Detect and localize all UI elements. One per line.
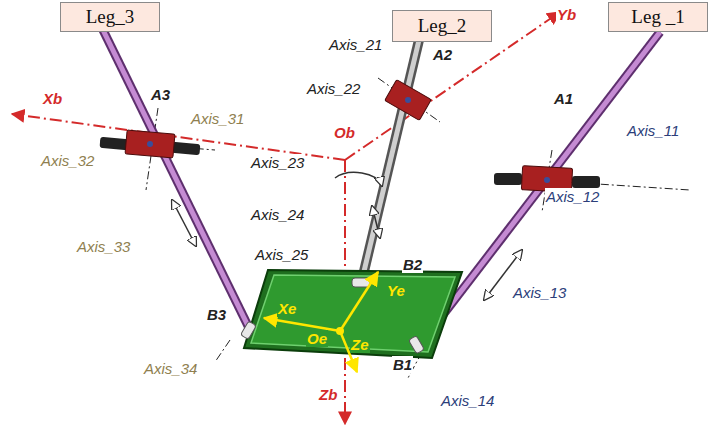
joint-axis-label: Axis_31 (190, 110, 245, 127)
joint-axis-label: Axis_22 (306, 80, 361, 97)
axis-name: Zb (318, 386, 338, 403)
leg-name: Leg_2 (418, 15, 467, 37)
joint-point: B2 (402, 256, 423, 273)
joint-axis-label: Axis_13 (512, 284, 567, 301)
joint-point: B3 (206, 306, 227, 323)
joint-point: A2 (432, 46, 453, 63)
joint-axis-label: Axis_34 (143, 360, 198, 377)
moving-platform (241, 270, 462, 358)
joint-axis-label: Axis_33 (76, 238, 131, 255)
axis-name: Xe (277, 300, 297, 317)
base-axes (12, 12, 560, 424)
leg-name: Leg _1 (631, 6, 684, 28)
joint-axis-label: Axis_32 (40, 152, 95, 169)
leg-box: Leg_2 (392, 10, 492, 42)
joint-axis-label: Axis_24 (250, 206, 305, 223)
joint-axis-label: Axis_25 (254, 246, 309, 263)
joint-axis-label: Axis_14 (440, 392, 495, 409)
leg-name: Leg_3 (86, 6, 135, 28)
joint-axes (100, 72, 690, 378)
leg-box: Leg_3 (60, 2, 160, 32)
joint-point: A1 (553, 90, 574, 107)
base-joints (100, 80, 600, 193)
axis-name: Ye (386, 282, 406, 299)
joint-axis-label: Axis_11 (626, 122, 680, 139)
joint-axis-label: Axis_23 (250, 154, 305, 171)
joint-axis-label: Axis_12 (545, 188, 600, 205)
origin-name: Oe (306, 330, 328, 347)
axis-name: Yb (556, 6, 577, 23)
origin-name: Ob (333, 124, 356, 141)
axis-name: Ze (350, 336, 370, 353)
motion-arrows (172, 172, 522, 300)
platform-axes (264, 272, 378, 372)
leg-box: Leg _1 (608, 2, 708, 32)
joint-point: A3 (150, 86, 171, 103)
axis-name: Xb (42, 90, 63, 107)
joint-point: B1 (392, 356, 413, 373)
joint-axis-label: Axis_21 (328, 36, 383, 53)
